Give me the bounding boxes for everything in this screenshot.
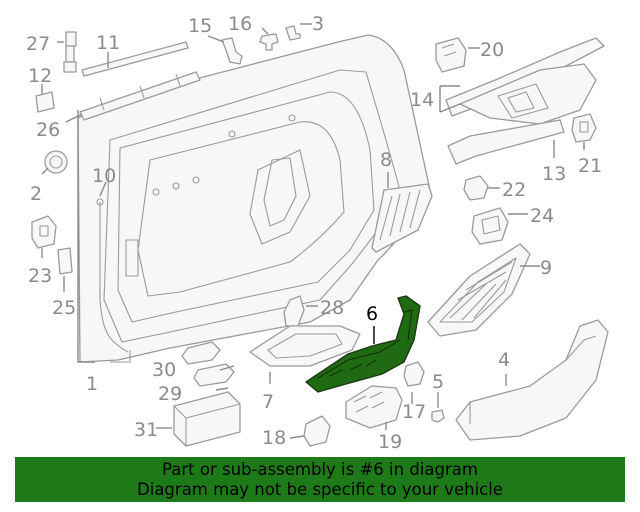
switch-20: [435, 37, 467, 73]
callout-31: 31: [134, 419, 158, 441]
parts-diagram: 27 11 12 26 2 10 23 25 1 15 16 3 20 14 2…: [26, 13, 609, 453]
info-banner: Part or sub-assembly is #6 in diagram Di…: [15, 457, 625, 502]
clip-23: [31, 215, 57, 249]
callout-17: 17: [402, 401, 426, 423]
callout-8: 8: [380, 149, 392, 171]
callout-7: 7: [262, 391, 274, 413]
clip-27: [63, 31, 77, 73]
callout-26: 26: [36, 119, 60, 141]
callout-15: 15: [188, 15, 212, 37]
module-31: [173, 391, 241, 447]
callout-2: 2: [30, 183, 42, 205]
trim-strip-26: [79, 71, 201, 121]
callout-30: 30: [152, 359, 176, 381]
banner-line-disclaimer: Diagram may not be specific to your vehi…: [137, 480, 503, 499]
banner-line-part: Part or sub-assembly is #6 in diagram: [162, 460, 478, 479]
trim-13: [447, 119, 565, 165]
callout-1: 1: [86, 373, 98, 395]
callout-28: 28: [320, 297, 344, 319]
callout-20: 20: [480, 39, 504, 61]
callout-10: 10: [92, 165, 116, 187]
pad-12: [35, 91, 55, 113]
callout-24: 24: [530, 205, 554, 227]
callout-labels: 27 11 12 26 2 10 23 25 1 15 16 3 20 14 2…: [26, 13, 602, 453]
highlighted-part-6: [305, 295, 421, 393]
callout-25: 25: [52, 297, 76, 319]
clip-15: [221, 37, 243, 65]
callout-22: 22: [502, 179, 526, 201]
clip-25: [57, 247, 73, 275]
window-switch-19: [345, 385, 403, 429]
armrest-4: [455, 319, 609, 441]
callout-27: 27: [26, 33, 50, 55]
callout-4: 4: [498, 349, 510, 371]
screw-5: [431, 409, 445, 423]
callout-14: 14: [410, 89, 434, 111]
clip-16: [259, 33, 279, 51]
button-22: [463, 175, 489, 201]
callout-3: 3: [312, 13, 324, 35]
callout-13: 13: [542, 163, 566, 185]
switch-18: [303, 415, 331, 447]
leader-lines: [41, 23, 585, 439]
callout-18: 18: [262, 427, 286, 449]
callout-21: 21: [578, 155, 602, 177]
callout-19: 19: [378, 431, 402, 453]
speaker-cap-2: [44, 150, 68, 174]
pad-30: [181, 341, 221, 365]
button-17: [403, 361, 425, 387]
callout-29: 29: [158, 383, 182, 405]
callout-5: 5: [432, 371, 444, 393]
speaker-grille-8: [371, 183, 433, 253]
callout-16: 16: [228, 13, 252, 35]
callout-23: 23: [28, 265, 52, 287]
map-pocket-grille-9: [427, 243, 531, 337]
seal-strip: [99, 202, 129, 353]
callout-6: 6: [366, 303, 378, 325]
armrest-trim-14: [445, 37, 605, 125]
callout-9: 9: [540, 257, 552, 279]
switch-bezel-24: [471, 207, 509, 245]
callout-11: 11: [96, 32, 120, 54]
storage-tray-7: [249, 325, 361, 367]
callout-12: 12: [28, 65, 52, 87]
screw-3: [285, 25, 301, 41]
clip-21: [571, 113, 597, 143]
